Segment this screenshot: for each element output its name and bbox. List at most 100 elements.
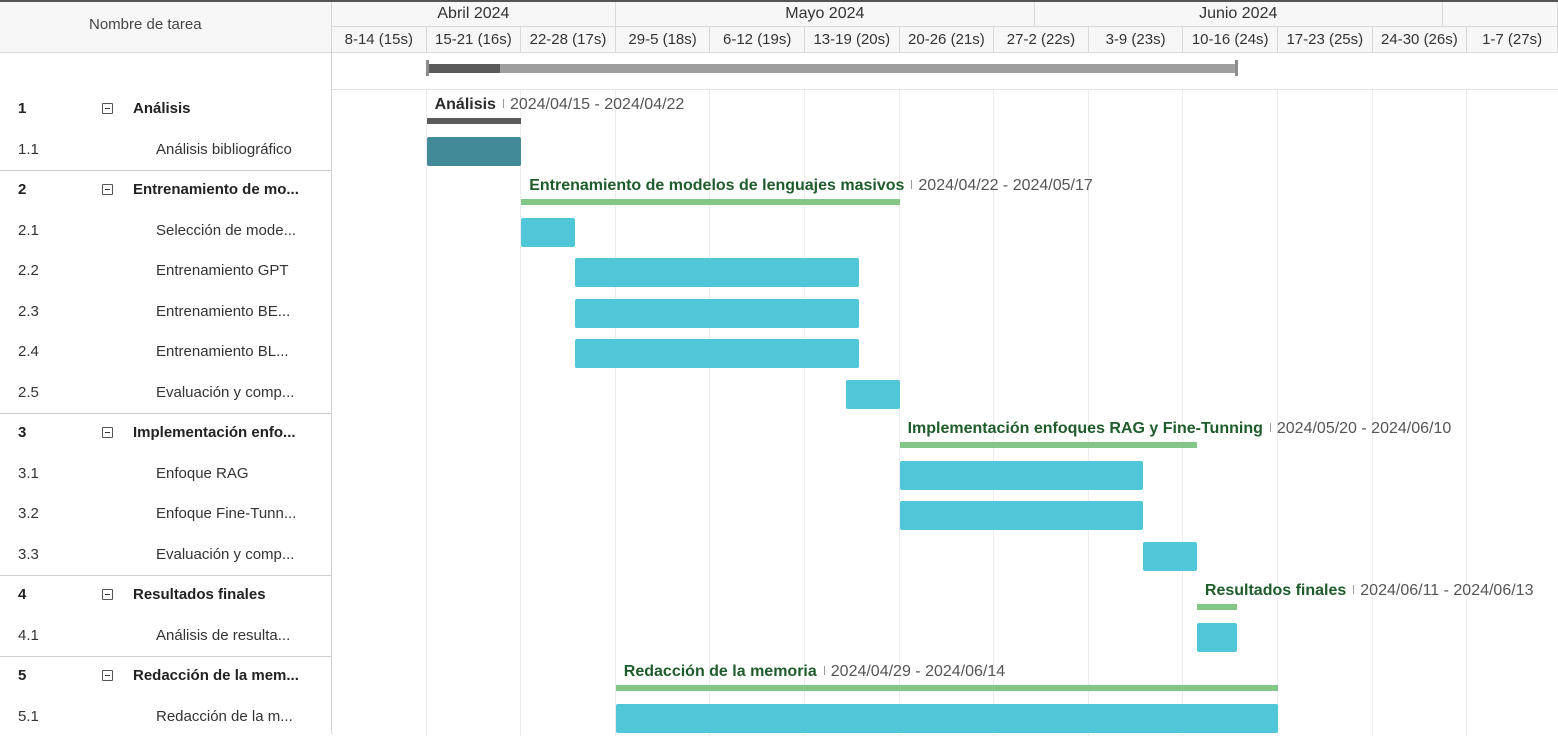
task-id: 2.3 bbox=[18, 302, 39, 320]
task-name[interactable]: Entrenamiento GPT bbox=[156, 262, 289, 279]
week-grid-line bbox=[1277, 90, 1278, 736]
task-name[interactable]: Análisis de resulta... bbox=[156, 626, 291, 644]
group-summary-bar[interactable] bbox=[426, 118, 522, 124]
pane-divider[interactable] bbox=[331, 2, 332, 734]
task-id: 1.1 bbox=[18, 140, 39, 158]
group-label-name: Redacción de la memoria bbox=[623, 663, 817, 680]
overview-end-handle[interactable] bbox=[1235, 60, 1239, 76]
label-separator bbox=[911, 180, 913, 189]
task-name[interactable]: Entrenamiento BE... bbox=[156, 302, 291, 320]
task-name[interactable]: Selección de mode... bbox=[156, 221, 297, 239]
collapse-icon[interactable] bbox=[102, 103, 113, 114]
group-label-name: Entrenamiento de modelos de lenguajes ma… bbox=[529, 177, 905, 194]
group-label-name: Resultados finales bbox=[1204, 582, 1347, 599]
week-header[interactable]: 1-7 (27s) bbox=[1467, 26, 1558, 52]
task-id: 5 bbox=[18, 667, 27, 684]
task-row-analisis-resultados[interactable]: 4.1 Análisis de resulta... bbox=[0, 617, 331, 657]
week-header[interactable]: 29-5 (18s) bbox=[615, 26, 711, 52]
week-header[interactable]: 8-14 (15s) bbox=[332, 26, 427, 52]
task-bar[interactable] bbox=[615, 703, 1278, 733]
week-header[interactable]: 22-28 (17s) bbox=[521, 26, 616, 52]
collapse-icon[interactable] bbox=[102, 427, 113, 438]
task-name[interactable]: Enfoque Fine-Tunn... bbox=[156, 505, 297, 522]
task-row-seleccion-modelos[interactable]: 2.1 Selección de mode... bbox=[0, 212, 331, 252]
task-bar[interactable] bbox=[575, 298, 860, 328]
task-bar[interactable] bbox=[845, 379, 900, 409]
task-name[interactable]: Entrenamiento de mo... bbox=[133, 181, 299, 198]
week-header[interactable]: 6-12 (19s) bbox=[710, 26, 805, 52]
task-bar[interactable] bbox=[1142, 541, 1197, 571]
task-row-evaluacion-entrenamiento[interactable]: 2.5 Evaluación y comp... bbox=[0, 374, 331, 414]
collapse-icon[interactable] bbox=[102, 589, 113, 600]
top-border bbox=[0, 0, 1558, 2]
task-row-analisis-bibliografico[interactable]: 1.1 Análisis bibliográfico bbox=[0, 131, 331, 171]
week-header[interactable]: 13-19 (20s) bbox=[805, 26, 900, 52]
group-summary-bar[interactable] bbox=[521, 199, 900, 205]
task-id: 5.1 bbox=[18, 707, 39, 725]
task-bar[interactable] bbox=[1196, 622, 1238, 652]
week-header[interactable]: 15-21 (16s) bbox=[426, 26, 522, 52]
group-summary-bar[interactable] bbox=[615, 685, 1278, 691]
task-row-redaccion[interactable]: 5 Redacción de la mem... bbox=[0, 656, 331, 697]
task-bar[interactable] bbox=[426, 136, 522, 166]
collapse-icon[interactable] bbox=[102, 670, 113, 681]
task-bar[interactable] bbox=[521, 217, 576, 247]
task-bar[interactable] bbox=[899, 460, 1143, 490]
week-header[interactable]: 17-23 (25s) bbox=[1278, 26, 1373, 52]
label-separator bbox=[823, 666, 825, 675]
group-bar-label: Entrenamiento de modelos de lenguajes ma… bbox=[529, 176, 1093, 196]
month-header bbox=[1442, 2, 1558, 26]
group-label-dates: 2024/04/29 - 2024/06/14 bbox=[830, 663, 1006, 680]
task-bar[interactable] bbox=[575, 339, 860, 368]
week-header[interactable]: 24-30 (26s) bbox=[1372, 26, 1468, 52]
task-name[interactable]: Enfoque RAG bbox=[156, 464, 249, 482]
task-row-redaccion-memoria[interactable]: 5.1 Redacción de la m... bbox=[0, 698, 331, 738]
group-label-dates: 2024/04/15 - 2024/04/22 bbox=[509, 96, 685, 113]
group-summary-bar[interactable] bbox=[1196, 604, 1238, 610]
task-id: 1 bbox=[18, 100, 27, 117]
group-summary-bar[interactable] bbox=[899, 442, 1197, 448]
task-row-entrenamiento-bert[interactable]: 2.3 Entrenamiento BE... bbox=[0, 293, 331, 333]
task-id: 4.1 bbox=[18, 626, 39, 644]
task-name[interactable]: Análisis bibliográfico bbox=[156, 140, 292, 158]
collapse-icon[interactable] bbox=[102, 184, 113, 195]
week-header[interactable]: 3-9 (23s) bbox=[1088, 26, 1184, 52]
task-row-analisis[interactable]: 1 Análisis bbox=[0, 90, 331, 130]
week-grid-line bbox=[898, 90, 900, 736]
task-name[interactable]: Implementación enfo... bbox=[133, 424, 296, 441]
task-row-entrenamiento-gpt[interactable]: 2.2 Entrenamiento GPT bbox=[0, 252, 331, 292]
task-id: 2.2 bbox=[18, 262, 39, 279]
task-bar[interactable] bbox=[575, 258, 860, 287]
header-divider bbox=[332, 52, 1558, 53]
task-name[interactable]: Evaluación y comp... bbox=[156, 545, 295, 563]
task-name[interactable]: Resultados finales bbox=[133, 586, 266, 603]
project-overview-bar[interactable] bbox=[426, 64, 1238, 73]
week-header[interactable]: 10-16 (24s) bbox=[1183, 26, 1278, 52]
task-id: 2.1 bbox=[18, 221, 39, 239]
task-name-column-header[interactable]: Nombre de tarea bbox=[89, 16, 202, 33]
label-separator bbox=[1269, 423, 1271, 432]
task-name[interactable]: Redacción de la m... bbox=[156, 707, 293, 725]
week-header[interactable]: 20-26 (21s) bbox=[899, 26, 995, 52]
week-header[interactable]: 27-2 (22s) bbox=[994, 26, 1089, 52]
task-name[interactable]: Evaluación y comp... bbox=[156, 383, 295, 401]
overview-start-handle[interactable] bbox=[425, 60, 429, 76]
task-id: 3.3 bbox=[18, 545, 39, 563]
task-name[interactable]: Redacción de la mem... bbox=[133, 667, 299, 684]
task-bar[interactable] bbox=[899, 501, 1143, 530]
task-id: 2.5 bbox=[18, 383, 39, 401]
task-name[interactable]: Entrenamiento BL... bbox=[156, 343, 289, 360]
month-header: Mayo 2024 bbox=[615, 2, 1035, 26]
task-list-header[interactable]: Nombre de tarea bbox=[0, 2, 331, 53]
task-row-evaluacion-implementacion[interactable]: 3.3 Evaluación y comp... bbox=[0, 536, 331, 576]
task-name[interactable]: Análisis bbox=[133, 100, 191, 117]
